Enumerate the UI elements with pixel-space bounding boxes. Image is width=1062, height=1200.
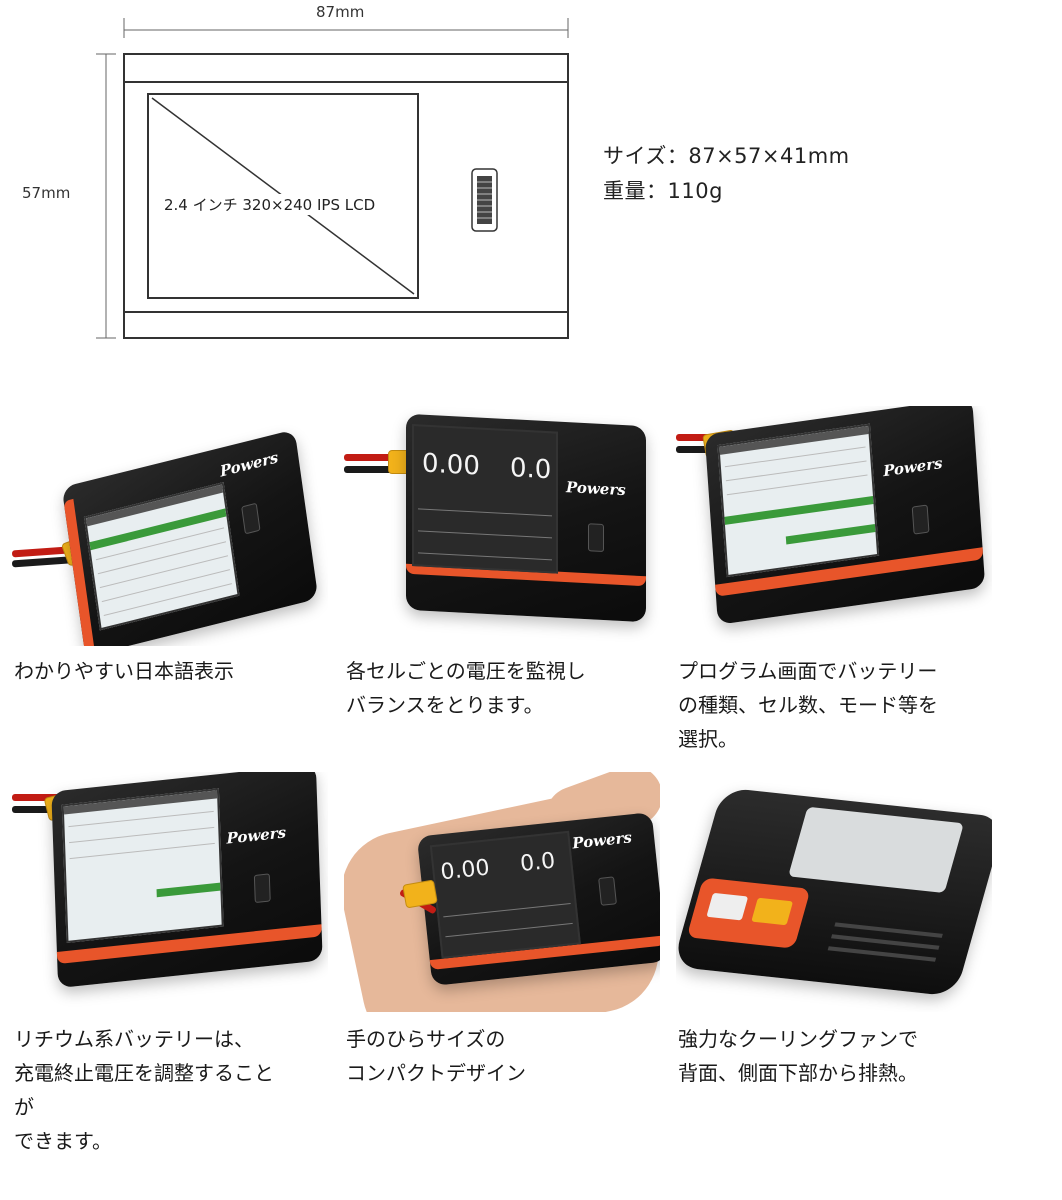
current-readout: 0.0 xyxy=(510,453,552,486)
caption-6: 強力なクーリングファンで 背面、側面下部から排熱。 xyxy=(678,1027,918,1085)
spec-weight: 重量：110g xyxy=(603,179,723,203)
caption-4: リチウム系バッテリーは、 充電終止電圧を調整すること が できます。 xyxy=(14,1027,274,1153)
device-brand: Powers xyxy=(226,823,287,848)
photo-cooling-fan xyxy=(676,772,992,1012)
width-label: 87mm xyxy=(316,3,365,21)
photo-voltage-adjust: Powers xyxy=(12,772,328,1012)
device-brand: Powers xyxy=(218,448,280,481)
height-label: 57mm xyxy=(22,184,71,202)
photo-japanese-display: Powers xyxy=(12,406,328,646)
device-outline xyxy=(123,53,569,339)
photo-cell-voltage: 0.00 0.0 Powers xyxy=(344,406,660,646)
device-brand: Powers xyxy=(571,828,633,853)
caption-5: 手のひらサイズの コンパクトデザイン xyxy=(346,1027,526,1085)
lcd-outline xyxy=(147,93,419,299)
voltage-readout: 0.00 xyxy=(422,448,480,482)
caption-1: わかりやすい日本語表示 xyxy=(14,659,234,683)
dimension-drawing xyxy=(96,18,569,339)
photo-palm-size: 0.00 0.0 Powers xyxy=(344,772,660,1012)
caption-3: プログラム画面でバッテリー の種類、セル数、モード等を 選択。 xyxy=(678,659,938,751)
current-readout: 0.0 xyxy=(518,848,557,878)
caption-2: 各セルごとの電圧を監視し バランスをとります。 xyxy=(346,659,586,717)
device-brand: Powers xyxy=(566,478,626,500)
voltage-readout: 0.00 xyxy=(439,855,491,886)
photo-program-screen: Powers xyxy=(676,406,992,646)
spec-size: サイズ：87×57×41mm xyxy=(603,144,850,168)
device-brand: Powers xyxy=(882,453,943,481)
lcd-label: 2.4 インチ 320×240 IPS LCD xyxy=(162,194,378,215)
